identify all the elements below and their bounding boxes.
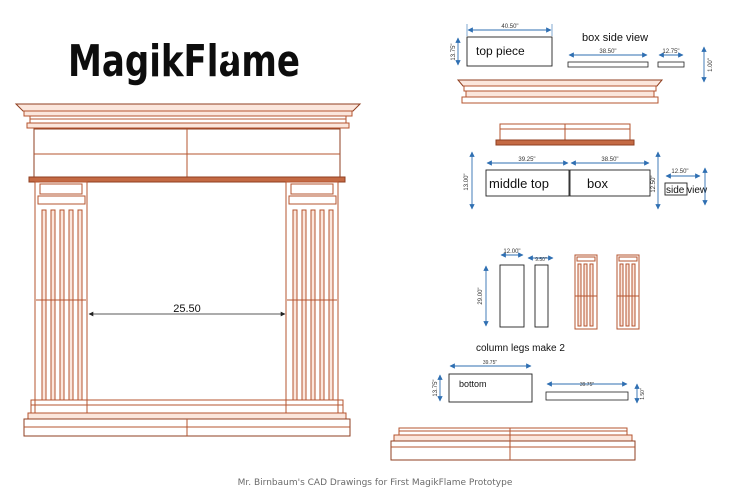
- bottom-width: 39.75": [483, 360, 498, 366]
- box-side-length: 38.50": [599, 49, 616, 55]
- box-side-view-drawing: box side view 38.50" 12.75" 1.00": [567, 32, 714, 83]
- top-piece-elevation: [456, 79, 664, 104]
- column-legs-label: column legs make 2: [476, 343, 565, 354]
- top-piece-drawing: top piece 40.50" 13.75": [451, 24, 553, 67]
- middle-top-label: middle top: [489, 176, 549, 191]
- column-legs-drawing: 12.00" 9.50" 29.00" column legs make 2: [476, 249, 565, 354]
- middle-top-drawing: middle top 39.25" 13.00": [464, 151, 570, 210]
- opening-width-label: 25.50: [173, 303, 201, 315]
- top-piece-height: 13.75": [451, 43, 457, 60]
- box-side-depth: 12.75": [662, 49, 679, 55]
- bottom-label: bottom: [459, 379, 487, 389]
- column-leg-height: 29.00": [478, 287, 484, 304]
- left-column: [34, 181, 88, 414]
- box-drawing: box 38.50" 12.50": [569, 151, 661, 210]
- flame-icon: [226, 46, 233, 64]
- box-height: 12.50": [651, 175, 657, 192]
- box-label: box: [587, 176, 608, 191]
- side-view-depth: 12.50": [671, 169, 688, 175]
- opening-width-dimension: 25.50: [88, 303, 286, 317]
- bottom-drawing: bottom 39.75" 13.75" 39.75" 1.50": [433, 360, 646, 404]
- column-leg-elevations: [574, 254, 640, 330]
- bottom-height: 13.75": [433, 379, 439, 396]
- box-width: 38.50": [601, 157, 618, 163]
- top-piece-width: 40.50": [501, 24, 518, 30]
- bottom-side-length: 39.75": [580, 382, 595, 388]
- middle-top-width: 39.25": [518, 157, 535, 163]
- bottom-side-height: 1.50": [640, 388, 646, 400]
- box-side-view-label: box side view: [582, 32, 648, 44]
- box-side-height: 1.00": [708, 58, 714, 72]
- right-column: [285, 181, 339, 414]
- magikflame-logo: MagikFlame: [68, 36, 300, 87]
- figure-caption: Mr. Birnbaum's CAD Drawings for First Ma…: [237, 478, 513, 488]
- bottom-elevation: [390, 427, 636, 461]
- column-leg-width-a: 12.00": [503, 249, 520, 255]
- mantel-front-elevation: [14, 103, 362, 437]
- top-piece-label: top piece: [476, 44, 525, 58]
- logo-text: MagikFlame: [68, 36, 300, 87]
- middle-top-height: 13.00": [464, 173, 470, 190]
- middle-elevation: [495, 123, 635, 146]
- side-view-drawing: side view 12.50": [664, 167, 708, 206]
- side-view-label: side view: [666, 185, 708, 196]
- column-leg-width-b: 9.50": [535, 257, 547, 263]
